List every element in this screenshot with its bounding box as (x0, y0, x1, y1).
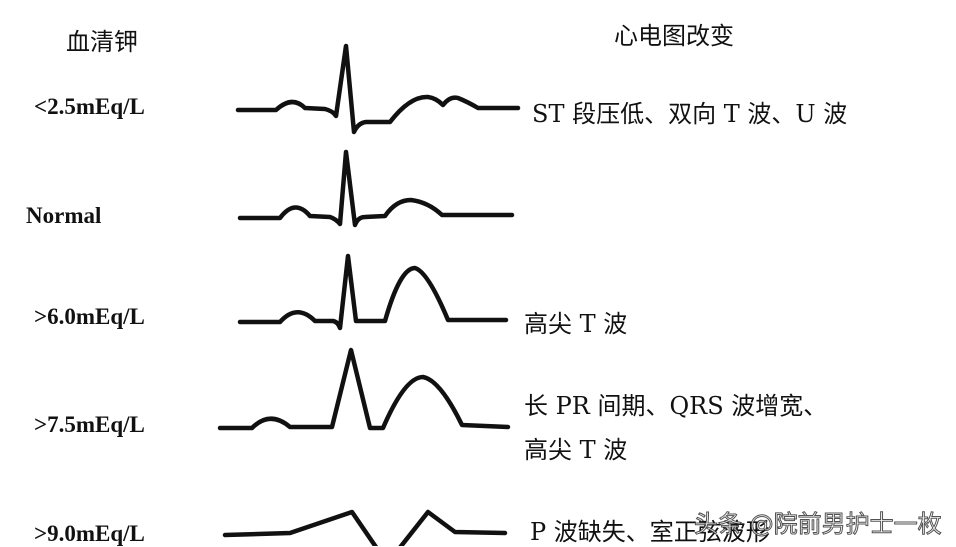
level-label-6: >6.0mEq/L (34, 304, 145, 329)
ecg-trace-normal (237, 149, 515, 228)
ecg-change-header: 心电图改变 (614, 22, 734, 50)
change-text-9: P 波缺失、室正弦波形 (530, 518, 770, 546)
watermark: 头条 @院前男护士一枚 (694, 510, 943, 539)
change-text-7-5-line1: 长 PR 间期、QRS 波增宽、 (524, 392, 828, 420)
ecg-trace-9b (398, 509, 508, 546)
change-text-7-5-line2: 高尖 T 波 (524, 436, 628, 464)
level-label-9: >9.0mEq/L (34, 521, 145, 546)
change-text-hypokalemia: ST 段压低、双向 T 波、U 波 (532, 100, 848, 128)
ecg-trace-9 (222, 509, 378, 546)
ecg-trace-7-5 (217, 347, 511, 431)
ecg-trace-6 (237, 253, 509, 331)
level-label-7-5: >7.5mEq/L (34, 412, 145, 437)
change-text-6: 高尖 T 波 (524, 310, 628, 338)
serum-potassium-header: 血清钾 (66, 28, 138, 56)
ecg-trace-hypokalemia (235, 43, 521, 135)
level-label-hypokalemia: <2.5mEq/L (34, 94, 145, 119)
level-label-normal: Normal (26, 203, 102, 228)
